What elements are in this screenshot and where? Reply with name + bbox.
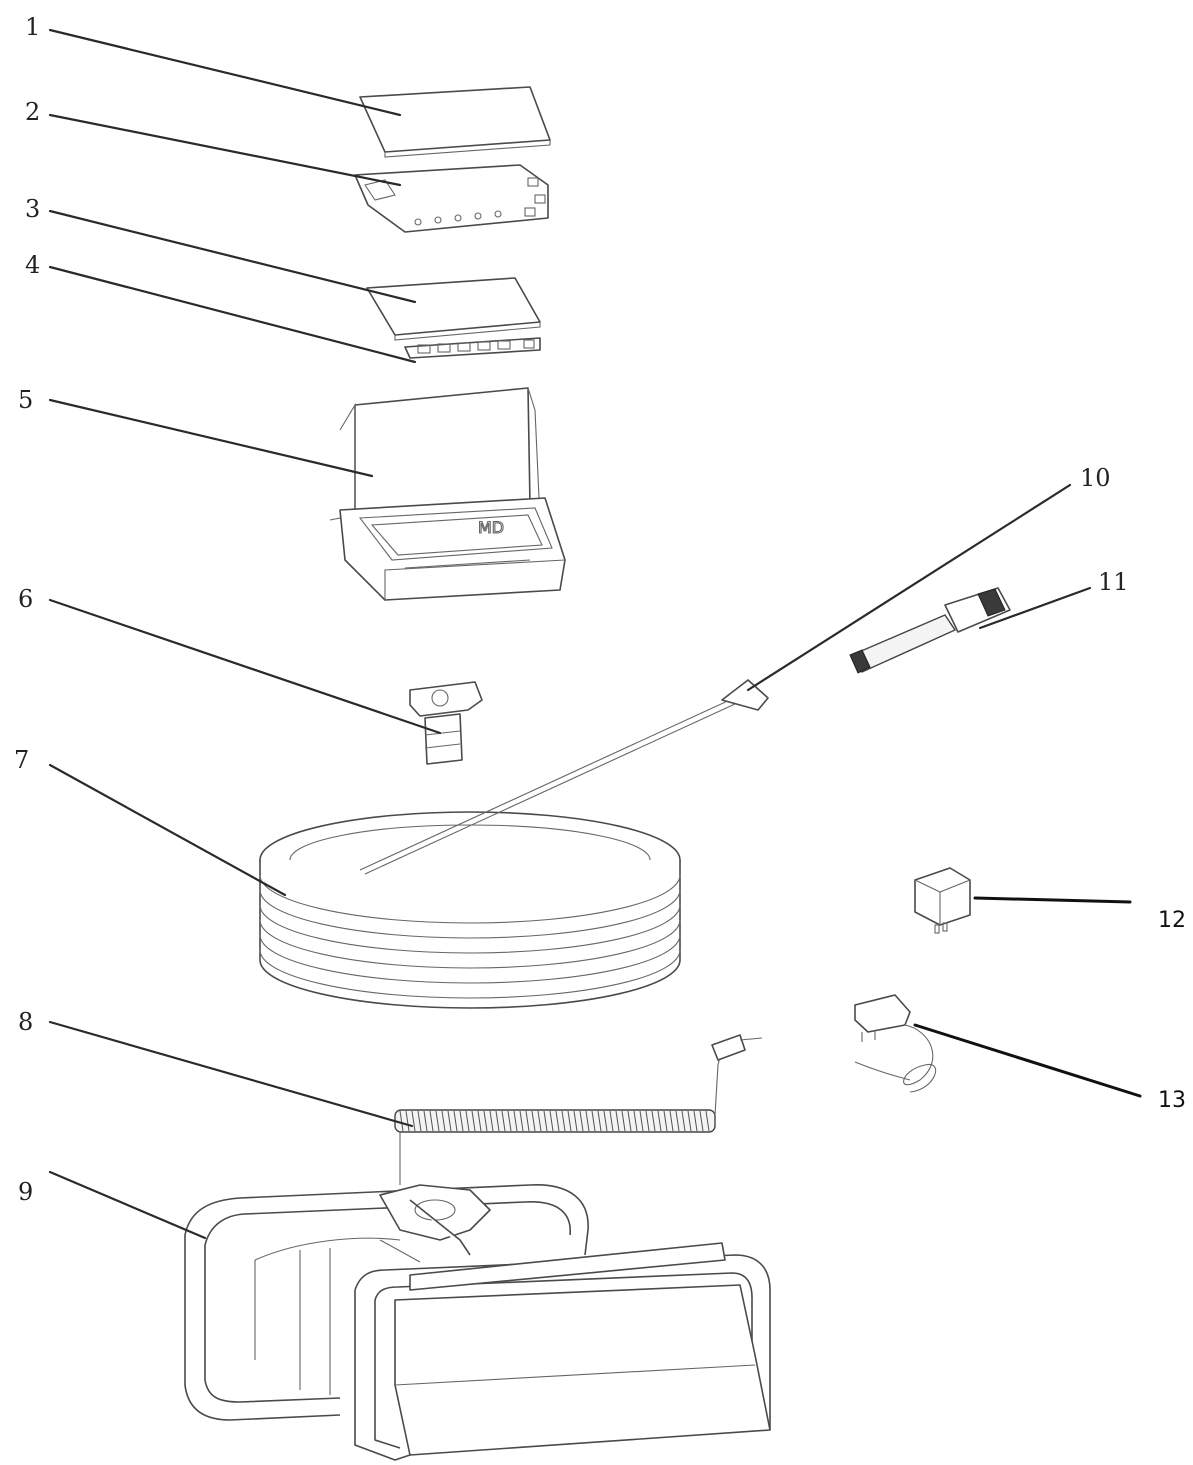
coil-turn: [471, 1110, 476, 1132]
leader-4: [48, 265, 417, 364]
coil-turn: [615, 1110, 620, 1132]
coil-turn: [579, 1110, 584, 1132]
coil-turn: [477, 1110, 482, 1132]
coil-turn: [567, 1110, 572, 1132]
callout-10: 10: [1080, 464, 1111, 492]
coil-turn: [507, 1110, 512, 1132]
callout-2: 2: [25, 98, 40, 126]
callout-3: 3: [25, 195, 40, 223]
leader-5: [48, 398, 374, 478]
part-3-screen-panel: [366, 277, 541, 341]
callout-6: 6: [18, 585, 33, 613]
callout-13: 13: [1158, 1088, 1186, 1113]
part-8-coiled-cable: [394, 1034, 763, 1185]
coil-turn: [591, 1110, 596, 1132]
part-2-circuit-board: [354, 164, 549, 233]
coil-turn: [411, 1110, 416, 1132]
coil-turn: [459, 1110, 464, 1132]
coil-turn: [597, 1110, 602, 1132]
coil-turn: [681, 1110, 686, 1132]
coil-turn: [705, 1110, 710, 1132]
part-10-camera-tip: [721, 679, 769, 711]
coil-turn: [489, 1110, 494, 1132]
leader-2: [48, 113, 402, 187]
coil-turn: [621, 1110, 626, 1132]
callout-5: 5: [18, 386, 33, 414]
coil-turn: [603, 1110, 608, 1132]
coil-turn: [555, 1110, 560, 1132]
leader-lines: [48, 28, 1142, 1240]
coil-turn: [429, 1110, 434, 1132]
leader-3: [48, 209, 417, 304]
coil-turn: [447, 1110, 452, 1132]
callout-numbers: 1 2 3 4 5 6 7 8 9 10 11 12 13: [14, 13, 1186, 1206]
coil-turn: [585, 1110, 590, 1132]
coil-turn: [549, 1110, 554, 1132]
callout-9: 9: [18, 1178, 33, 1206]
part-7-cable-coil: [259, 692, 749, 1009]
part-5-housing: MD: [329, 387, 566, 601]
leader-13: [913, 1023, 1142, 1098]
coil-turn: [417, 1110, 422, 1132]
callout-7: 7: [14, 746, 29, 774]
part-1-cover-plate: [359, 86, 551, 158]
part-9-frame-stand: [184, 1184, 771, 1461]
coil-turn: [669, 1110, 674, 1132]
coil-turn: [627, 1110, 632, 1132]
coil-turn: [663, 1110, 668, 1132]
part-6-hub-mount: [409, 681, 483, 765]
part-13-charger: [854, 994, 937, 1093]
leader-10: [746, 483, 1072, 692]
leader-11: [978, 586, 1092, 630]
coil-turn: [651, 1110, 656, 1132]
coil-turn: [453, 1110, 458, 1132]
leader-12: [973, 896, 1132, 904]
callout-12: 12: [1158, 908, 1186, 933]
part-4-button-strip: [404, 337, 541, 359]
coil-turn: [435, 1110, 440, 1132]
coil-turn: [441, 1110, 446, 1132]
leader-9: [48, 1170, 207, 1240]
coil-turn: [609, 1110, 614, 1132]
coil-turn: [687, 1110, 692, 1132]
coil-turn: [513, 1110, 518, 1132]
callout-11: 11: [1098, 568, 1129, 596]
coil-turn: [519, 1110, 524, 1132]
coil-turn: [633, 1110, 638, 1132]
coil-turn: [483, 1110, 488, 1132]
coil-turn: [465, 1110, 470, 1132]
leader-8: [48, 1020, 414, 1128]
coil-turn: [699, 1110, 704, 1132]
coil-turn: [531, 1110, 536, 1132]
coil-turn: [495, 1110, 500, 1132]
leader-7: [48, 763, 287, 897]
coil-turn: [657, 1110, 662, 1132]
coil-turn: [501, 1110, 506, 1132]
callout-4: 4: [25, 251, 40, 279]
coil-turn: [561, 1110, 566, 1132]
leader-6: [48, 598, 442, 735]
coil-turn: [399, 1110, 404, 1132]
coil-turn: [639, 1110, 644, 1132]
coil-turn: [675, 1110, 680, 1132]
part-12-adapter-plug: [914, 867, 971, 934]
callout-8: 8: [18, 1008, 33, 1036]
housing-logo: MD: [478, 518, 504, 537]
coil-turn: [543, 1110, 548, 1132]
coil-turn: [645, 1110, 650, 1132]
coil-turn: [405, 1110, 410, 1132]
leader-1: [48, 28, 402, 117]
coil-turn: [573, 1110, 578, 1132]
coil-turn: [693, 1110, 698, 1132]
part-11-spring-protector: [849, 587, 1011, 674]
coil-turn: [423, 1110, 428, 1132]
callout-1: 1: [25, 13, 40, 41]
coil-turn: [537, 1110, 542, 1132]
coil-turn: [525, 1110, 530, 1132]
